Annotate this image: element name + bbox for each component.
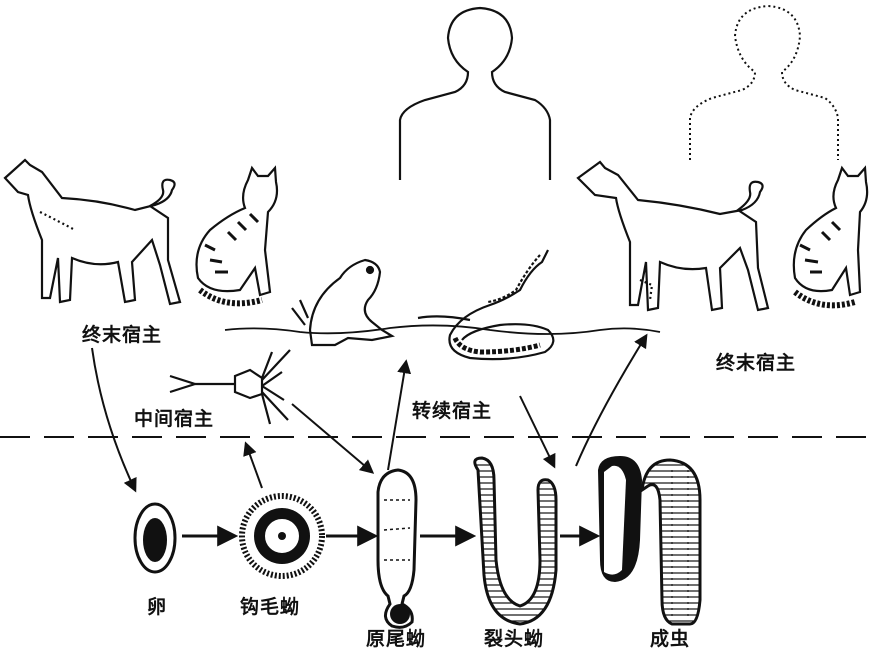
label-intermediate-host: 中间宿主 [134, 408, 215, 430]
frog-figure [291, 258, 396, 347]
arrow-definitive-host-to-egg [91, 347, 137, 493]
coracidium-figure [239, 493, 325, 579]
ground-line [224, 324, 661, 335]
cat-right-figure [792, 165, 869, 309]
label-plerocercoid: 裂头蚴 [484, 628, 545, 650]
arrow-procercoid-to-paratenic-host [387, 359, 412, 471]
label-coracidium: 钩毛蚴 [240, 596, 301, 618]
label-definitive-host-right: 终末宿主 [716, 352, 797, 374]
dog-left-figure [3, 158, 182, 306]
label-egg: 卵 [147, 596, 168, 618]
procercoid-figure [376, 468, 418, 629]
human-center-figure [398, 6, 552, 180]
dog-right-figure [576, 160, 770, 312]
cat-left-figure [195, 165, 279, 307]
arrow-intermediate-host-to-procercoid [291, 403, 375, 474]
plerocercoid-figure [473, 456, 558, 626]
label-definitive-host-left: 终末宿主 [82, 324, 163, 346]
human-right-figure [689, 4, 839, 160]
arrow-plerocercoid-to-definitive-host [575, 333, 648, 467]
label-adult: 成虫 [650, 628, 691, 650]
egg-figure [133, 502, 177, 574]
snake-figure [417, 249, 555, 361]
arrow-paratenic-host-to-plerocercoid [519, 395, 556, 469]
arrow-coracidium-to-intermediate-host [243, 441, 263, 489]
label-procercoid: 原尾蚴 [366, 628, 427, 650]
adult-worm-figure [598, 456, 702, 626]
label-paratenic-host: 转续宿主 [412, 400, 493, 422]
copepod-figure [169, 349, 291, 425]
